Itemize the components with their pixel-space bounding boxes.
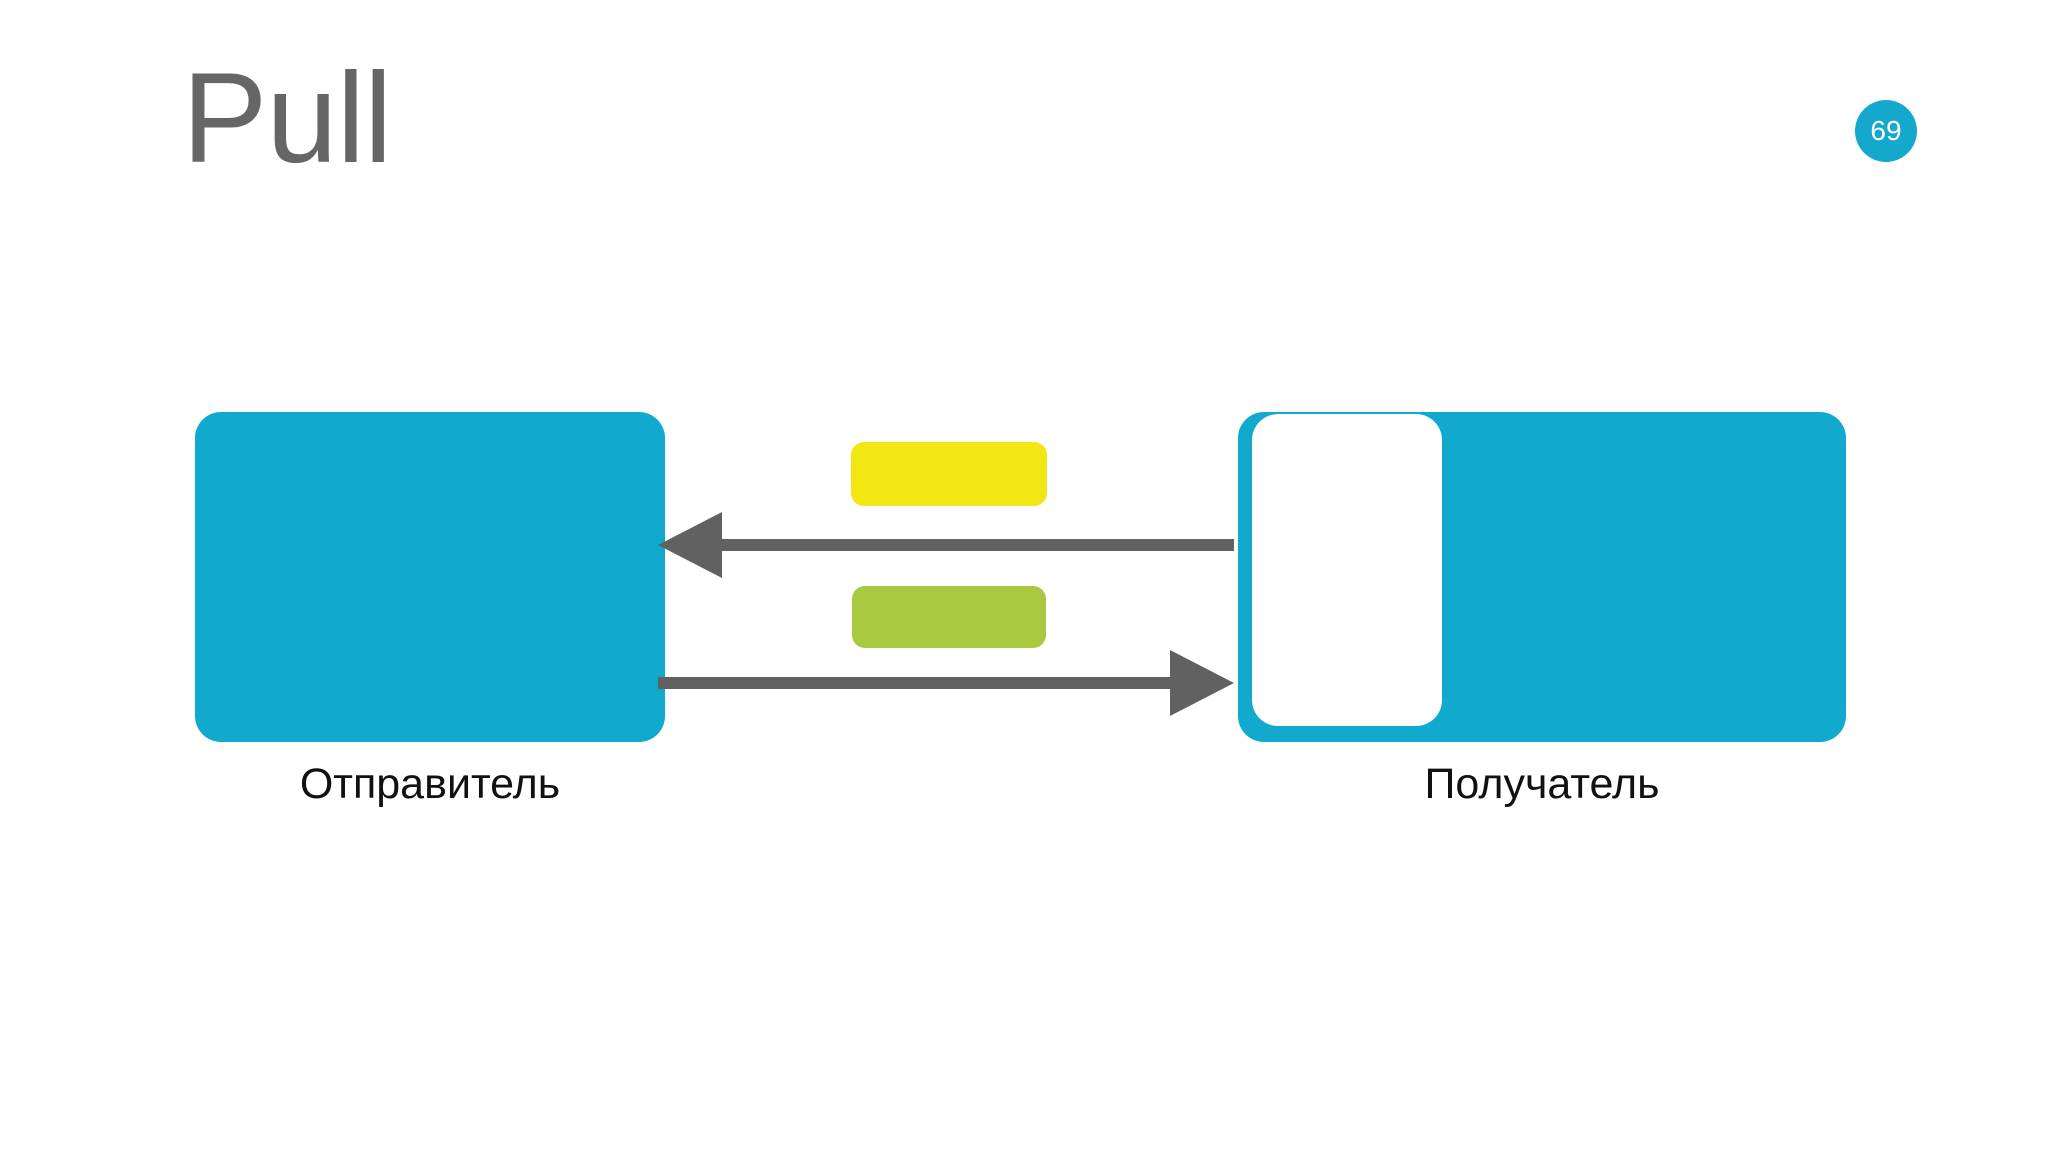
sender-node[interactable] [195, 412, 665, 742]
page-number-label: 69 [1870, 115, 1902, 146]
receiver-buffer-slot [1252, 414, 1442, 726]
yellow-message-bar [851, 442, 1047, 506]
arrow-receiver-to-sender [658, 512, 1234, 578]
sender-node-label: Отправитель [299, 760, 561, 808]
arrow-sender-to-receiver [658, 650, 1234, 716]
page-number-badge: 69 [1855, 100, 1917, 162]
green-message-bar [852, 586, 1046, 648]
page-title: Pull [182, 47, 392, 190]
receiver-node-label: Получатель [1424, 760, 1660, 808]
